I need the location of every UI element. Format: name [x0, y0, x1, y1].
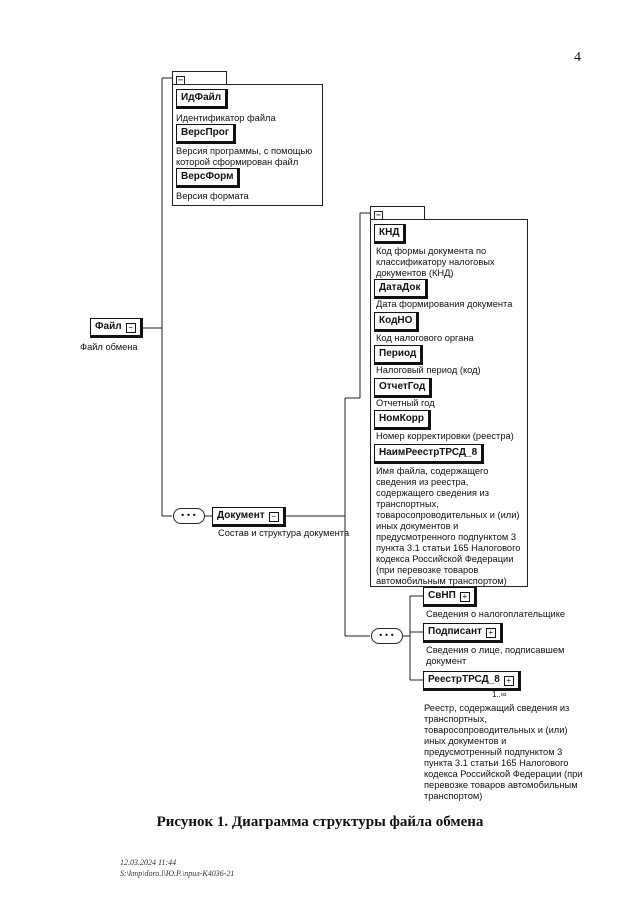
sequence-compositor-icon[interactable]: ••• — [173, 508, 205, 524]
element-sv-np[interactable]: СвНП+ — [423, 587, 477, 607]
attribute-description: Номер корректировки (реестра) — [376, 431, 514, 441]
expand-icon[interactable]: − — [125, 323, 136, 333]
attribute-description: Дата формирования документа — [376, 299, 513, 309]
footer-path: S:\kmp\doro.l\Ю.Р.\прил-К4036-21 — [120, 869, 235, 878]
element-document[interactable]: Документ− — [212, 507, 286, 527]
attribute-description: Имя файла, содержащего сведения из реест… — [376, 466, 521, 586]
document-description: Состав и структура документа — [218, 528, 350, 538]
element-description: Сведения о налогоплательщике — [426, 609, 566, 619]
attribute-name: КодНО — [379, 315, 413, 326]
attribute-name: ВерсПрог — [181, 127, 230, 138]
attributes-tab[interactable]: −attributes — [172, 71, 227, 97]
attribute-name: НомКорр — [379, 413, 425, 424]
attribute-description: Налоговый период (код) — [376, 365, 481, 375]
attribute-name: НаимРеестрТРСД_8 — [379, 447, 478, 458]
attribute-vers-prog[interactable]: ВерсПрог — [176, 124, 237, 144]
attribute-description: Версия программы, с помощью которой сфор… — [176, 146, 313, 167]
element-name: СвНП — [428, 590, 456, 601]
attribute-name: Период — [379, 348, 417, 359]
attribute-name: КНД — [379, 227, 400, 238]
attribute-id-file[interactable]: ИдФайл — [176, 89, 229, 109]
attribute-data-dok[interactable]: ДатаДок — [374, 279, 428, 299]
footer-timestamp: 12.03.2024 11:44 — [120, 858, 177, 867]
attribute-vers-form[interactable]: ВерсФорм — [176, 168, 241, 188]
attribute-description: Версия формата — [176, 191, 249, 201]
attribute-name: ВерсФорм — [181, 171, 234, 182]
attribute-description: Код формы документа по классификатору на… — [376, 246, 495, 278]
expand-icon[interactable]: + — [503, 676, 514, 686]
attribute-description: Отчетный год — [376, 398, 435, 408]
attribute-name: ИдФайл — [181, 92, 222, 103]
multiplicity-label: 1..∞ — [492, 690, 507, 699]
attribute-kod-no[interactable]: КодНО — [374, 312, 420, 332]
root-element-file[interactable]: Файл− — [90, 318, 143, 338]
expand-icon[interactable]: + — [459, 592, 470, 602]
page-number: 4 — [574, 50, 581, 65]
element-name: РеестрТРСД_8 — [428, 674, 500, 685]
expand-icon[interactable]: + — [485, 628, 496, 638]
expand-icon[interactable]: − — [268, 512, 279, 522]
element-description: Сведения о лице, подписавшем документ — [426, 645, 565, 666]
figure-caption: Рисунок 1. Диаграмма структуры файла обм… — [156, 814, 484, 830]
attribute-knd[interactable]: КНД — [374, 224, 407, 244]
element-reestr-trsd8[interactable]: РеестрТРСД_8+ — [423, 671, 521, 691]
element-description: Реестр, содержащий сведения из транспорт… — [424, 703, 583, 801]
element-podpisant[interactable]: Подписант+ — [423, 623, 503, 643]
sequence-compositor-icon[interactable]: ••• — [371, 628, 403, 644]
element-name: Файл — [95, 321, 122, 332]
attribute-otchet-god[interactable]: ОтчетГод — [374, 378, 433, 398]
attribute-period[interactable]: Период — [374, 345, 424, 365]
attribute-name: ДатаДок — [379, 282, 421, 293]
attribute-nom-korr[interactable]: НомКорр — [374, 410, 432, 430]
attribute-name: ОтчетГод — [379, 381, 426, 392]
element-name: Подписант — [428, 626, 482, 637]
root-description: Файл обмена — [80, 342, 138, 352]
attribute-description: Код налогового органа — [376, 333, 474, 343]
attributes-tab[interactable]: −attributes — [370, 206, 425, 232]
attribute-description: Идентификатор файла — [176, 113, 276, 123]
element-name: Документ — [217, 510, 265, 521]
attribute-naim-reestr-trsd8[interactable]: НаимРеестрТРСД_8 — [374, 444, 485, 464]
